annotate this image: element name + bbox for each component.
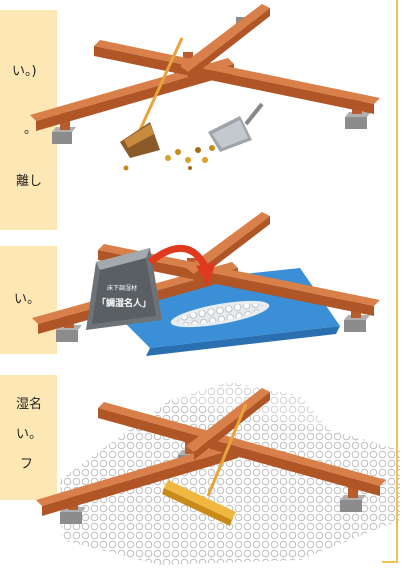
wooden-beams xyxy=(30,4,380,131)
broom-icon xyxy=(120,37,184,158)
dustpan-icon xyxy=(208,102,264,152)
step-3-line-2: い。 xyxy=(16,427,43,442)
step-1-line-1: い。) xyxy=(12,64,37,79)
dust-debris xyxy=(123,145,215,171)
bag-small-label: 床下調湿材 xyxy=(107,284,137,292)
right-border-line xyxy=(396,0,398,563)
step-text-panel-3: 湿名 い。 フ xyxy=(0,375,57,500)
scene-laying-material: 床下調湿材 「調湿名人」 xyxy=(32,212,380,356)
scene-cleaning xyxy=(30,4,380,171)
step-3-line-1: 湿名 xyxy=(16,397,43,412)
step-text-panel-2: い。 xyxy=(0,246,57,354)
step-1-line-2: 。 xyxy=(24,122,38,137)
step-1-line-3: 離し xyxy=(16,174,43,189)
material-bag: 床下調湿材 「調湿名人」 xyxy=(86,248,162,330)
rake-icon xyxy=(162,403,248,526)
bag-main-label: 「調湿名人」 xyxy=(97,297,151,309)
step-2-line-1: い。 xyxy=(14,292,41,307)
pour-arrow-icon xyxy=(147,244,216,286)
scene-leveling xyxy=(36,382,400,565)
bottom-border-tick xyxy=(382,561,398,563)
foundation-stones xyxy=(52,17,371,144)
step-3-line-3: フ xyxy=(20,457,34,472)
